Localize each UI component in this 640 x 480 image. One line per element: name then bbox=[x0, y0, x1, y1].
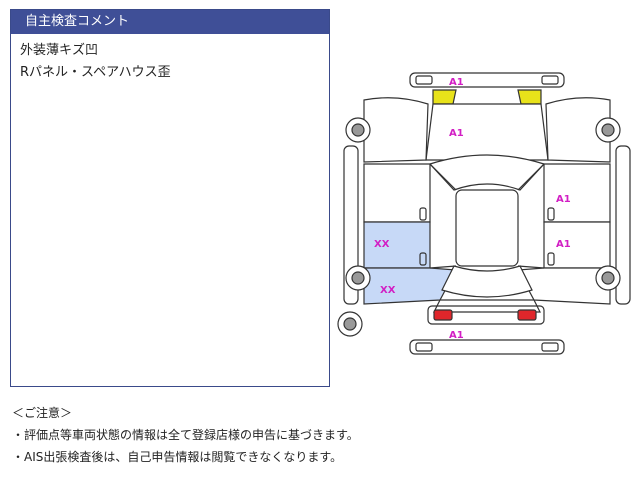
comment-line: Rパネル・スペアハウス歪 bbox=[20, 65, 171, 80]
inspection-comment-panel: 自主検査コメント 外装薄キズ凹 Rパネル・スペアハウス歪 bbox=[10, 9, 330, 387]
note-item: ・評価点等車両状態の情報は全て登録店様の申告に基づきます。 bbox=[12, 428, 359, 442]
panel-title: 自主検査コメント bbox=[11, 10, 329, 34]
rear-window bbox=[441, 265, 533, 298]
windshield bbox=[428, 154, 546, 191]
right-headlight bbox=[517, 89, 542, 105]
wheels bbox=[337, 117, 621, 337]
left-taillight bbox=[433, 309, 453, 321]
right-taillight bbox=[517, 309, 537, 321]
hood bbox=[425, 103, 549, 161]
notes-section: ＜ご注意＞ ・評価点等車両状態の情報は全て登録店様の申告に基づきます。 ・AIS… bbox=[12, 402, 359, 468]
note-item: ・AIS出張検査後は、自己申告情報は閲覧できなくなります。 bbox=[12, 450, 343, 464]
label-right-rear-door: A1 bbox=[556, 239, 571, 250]
front-bumper bbox=[409, 72, 565, 88]
label-front-bumper: A1 bbox=[449, 77, 464, 88]
label-left-rear-fender: XX bbox=[380, 285, 396, 296]
label-hood: A1 bbox=[449, 128, 464, 139]
left-headlight bbox=[432, 89, 457, 105]
left-rear-fender bbox=[363, 267, 457, 305]
right-side-skirt bbox=[615, 145, 631, 305]
comment-list: 外装薄キズ凹 Rパネル・スペアハウス歪 bbox=[11, 34, 329, 90]
vehicle-damage-diagram: A1 A1 A1 A1 XX XX A1 bbox=[337, 72, 631, 355]
roof bbox=[455, 189, 519, 267]
rear-bumper bbox=[409, 339, 565, 355]
right-rear-fender bbox=[517, 267, 611, 305]
label-left-rear-door: XX bbox=[374, 239, 390, 250]
left-front-fender bbox=[363, 97, 429, 163]
comment-line: 外装薄キズ凹 bbox=[20, 43, 99, 58]
label-right-front-door: A1 bbox=[556, 194, 571, 205]
left-side-skirt bbox=[343, 145, 359, 305]
notes-heading: ＜ご注意＞ bbox=[12, 406, 73, 420]
label-rear-bumper: A1 bbox=[449, 330, 464, 341]
